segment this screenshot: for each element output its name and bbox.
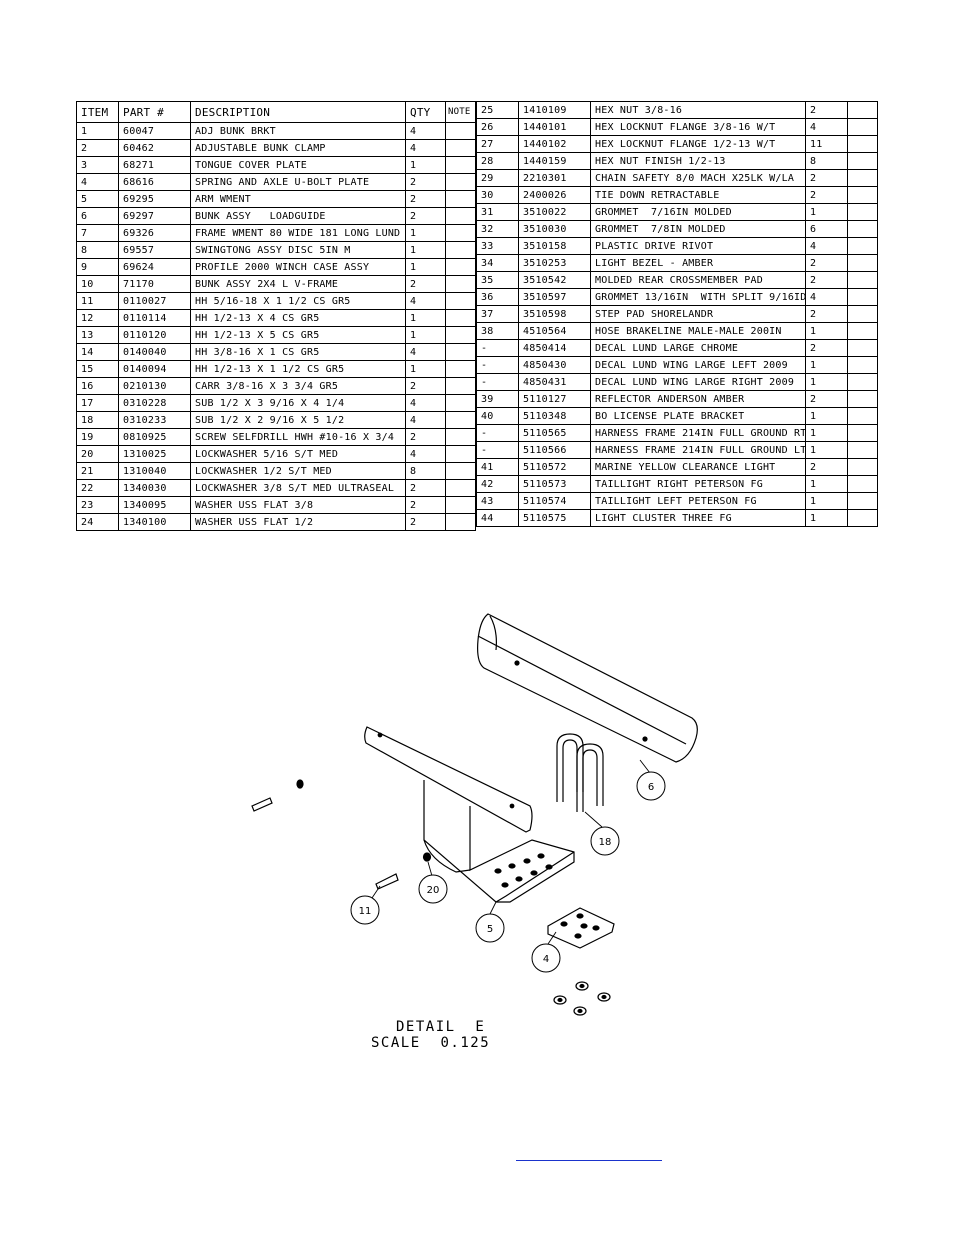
description-cell: LOCKWASHER 1/2 S/T MED xyxy=(190,462,406,480)
bolts-part xyxy=(251,779,432,890)
balloon-4: 4 xyxy=(531,943,561,973)
description-cell: HH 1/2-13 X 5 CS GR5 xyxy=(190,326,406,344)
description-cell: DECAL LUND LARGE CHROME xyxy=(590,339,806,357)
description-cell: MOLDED REAR CROSSMEMBER PAD xyxy=(590,271,806,289)
svg-text:4: 4 xyxy=(543,954,549,965)
description-cell: TAILLIGHT RIGHT PETERSON FG xyxy=(590,475,806,493)
qty-cell: 2 xyxy=(405,513,446,531)
detail-title: DETAIL E xyxy=(396,1019,486,1035)
description-cell: HEX NUT 3/8-16 xyxy=(590,101,806,119)
description-cell: DECAL LUND WING LARGE LEFT 2009 xyxy=(590,356,806,374)
bunk-part xyxy=(477,613,698,763)
balloon-18: 18 xyxy=(590,826,620,856)
detail-scale: SCALE 0.125 xyxy=(371,1035,491,1051)
description-cell: SPRING AND AXLE U-BOLT PLATE xyxy=(190,173,406,191)
svg-text:5: 5 xyxy=(487,924,493,935)
balloon-5: 5 xyxy=(475,913,505,943)
balloon-11: 11 xyxy=(350,895,380,925)
description-cell: TAILLIGHT LEFT PETERSON FG xyxy=(590,492,806,510)
arm-weldment-part xyxy=(364,726,575,903)
note-cell xyxy=(847,509,878,527)
description-cell: LIGHT CLUSTER THREE FG xyxy=(590,509,806,527)
item-cell: 24 xyxy=(76,513,119,531)
footer-link-underline[interactable] xyxy=(516,1158,662,1161)
axle-plate-part xyxy=(547,907,615,949)
balloon-6: 6 xyxy=(636,771,666,801)
svg-text:6: 6 xyxy=(648,782,654,793)
hex-nuts-part xyxy=(553,981,611,1016)
description-cell: WASHER USS FLAT 3/8 xyxy=(190,496,406,514)
svg-text:11: 11 xyxy=(359,906,372,917)
description-cell: CARR 3/8-16 X 3 3/4 GR5 xyxy=(190,377,406,395)
description-cell: REFLECTOR ANDERSON AMBER xyxy=(590,390,806,408)
part-number-cell: 1340100 xyxy=(118,513,191,531)
description-cell: HH 5/16-18 X 1 1/2 CS GR5 xyxy=(190,292,406,310)
svg-text:20: 20 xyxy=(427,885,440,896)
note-cell xyxy=(445,513,476,531)
leader-lines xyxy=(371,759,651,945)
description-cell: WASHER USS FLAT 1/2 xyxy=(190,513,406,531)
description-cell: HH 3/8-16 X 1 CS GR5 xyxy=(190,343,406,361)
balloon-20: 20 xyxy=(418,874,448,904)
description-cell: SWINGTONG ASSY DISC 5IN M xyxy=(190,241,406,259)
description-cell: HEX LOCKNUT FLANGE 3/8-16 W/T xyxy=(590,118,806,136)
svg-text:18: 18 xyxy=(599,837,612,848)
description-cell: LOCKWASHER 3/8 S/T MED ULTRASEAL xyxy=(190,479,406,497)
u-bolt-part xyxy=(556,733,604,812)
